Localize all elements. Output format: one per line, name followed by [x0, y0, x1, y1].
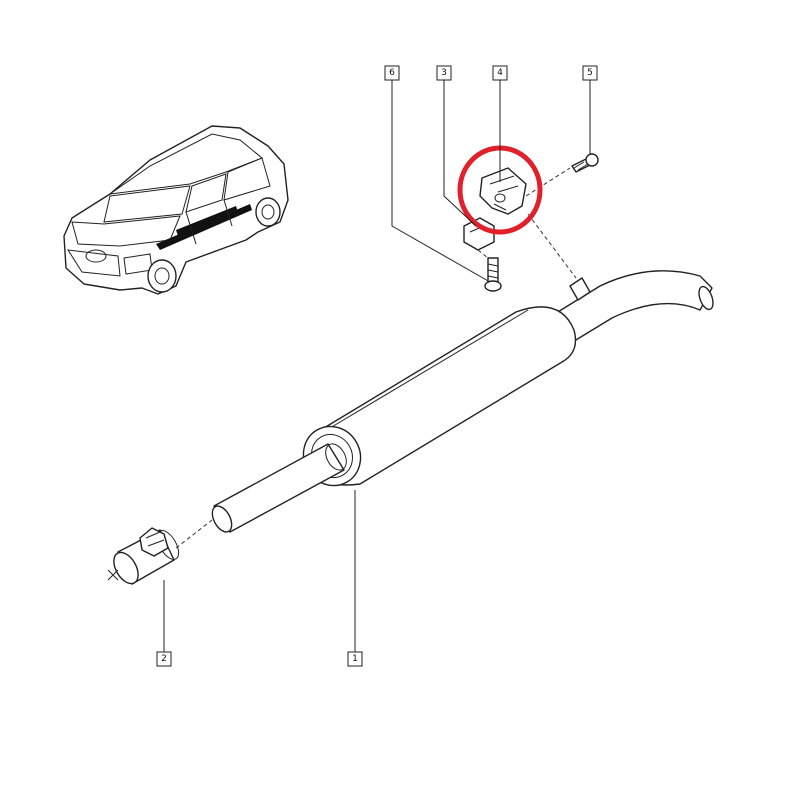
- exhaust-clamp: [107, 519, 213, 585]
- callout-3-label: 3: [441, 68, 447, 78]
- callout-1: 1: [347, 651, 363, 667]
- callout-1-label: 1: [352, 654, 358, 664]
- callout-6-label: 6: [389, 68, 395, 78]
- callout-2: 2: [156, 651, 172, 667]
- callout-4: 4: [492, 65, 508, 81]
- rubber-mount: [463, 217, 495, 251]
- bolt-lower: [484, 257, 502, 292]
- mounting-bracket: [479, 167, 527, 215]
- callout-5: 5: [582, 65, 598, 81]
- bolt-upper: [571, 153, 599, 173]
- callout-5-label: 5: [587, 68, 593, 78]
- callout-4-label: 4: [497, 68, 503, 78]
- callout-3: 3: [436, 65, 452, 81]
- callout-6: 6: [384, 65, 400, 81]
- exhaust-silencer: [211, 270, 714, 533]
- callout-2-label: 2: [161, 654, 167, 664]
- car-thumbnail: [63, 125, 289, 295]
- leader-lines: [163, 78, 591, 652]
